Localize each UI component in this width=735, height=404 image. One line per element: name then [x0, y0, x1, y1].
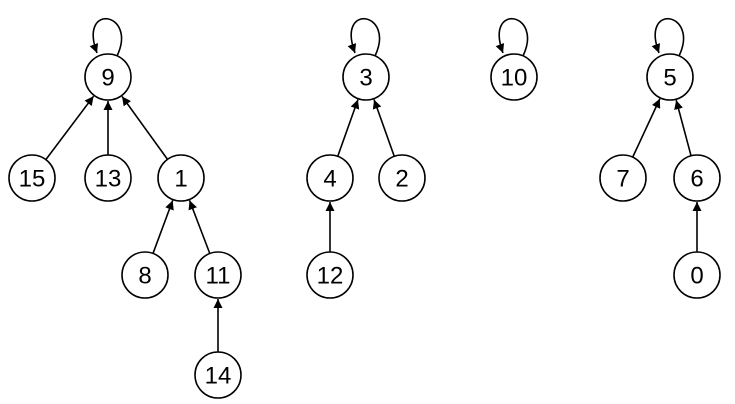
self-loop-edge-3: [347, 17, 381, 57]
edge-11-to-1: [188, 200, 211, 254]
node-14: 14: [194, 351, 242, 399]
edge-4-to-3: [336, 99, 360, 157]
node-circle: [378, 154, 426, 202]
node-6: 6: [673, 154, 721, 202]
node-circle: [84, 53, 132, 101]
edge-15-to-9: [45, 95, 95, 161]
node-15: 15: [8, 154, 56, 202]
node-3: 3: [342, 53, 390, 101]
node-label: 3: [359, 65, 372, 92]
edge-1-to-9: [121, 95, 169, 160]
node-label: 8: [138, 263, 151, 290]
node-label: 12: [317, 263, 344, 290]
node-circle: [673, 154, 721, 202]
node-12: 12: [306, 251, 354, 299]
edge-6-to-5: [674, 99, 692, 156]
node-9: 9: [84, 53, 132, 101]
node-1: 1: [157, 154, 205, 202]
node-8: 8: [121, 251, 169, 299]
node-label: 6: [690, 166, 703, 193]
node-4: 4: [306, 154, 354, 202]
node-circle: [121, 251, 169, 299]
node-circle: [157, 154, 205, 202]
node-label: 2: [395, 166, 408, 193]
node-label: 4: [323, 166, 336, 193]
node-label: 14: [205, 363, 232, 390]
node-circle: [194, 351, 242, 399]
node-label: 9: [101, 65, 114, 92]
node-label: 0: [690, 263, 703, 290]
node-circle: [8, 154, 56, 202]
node-label: 13: [95, 166, 122, 193]
self-loop-edge-9: [89, 17, 123, 57]
node-13: 13: [84, 154, 132, 202]
node-10: 10: [490, 53, 538, 101]
node-5: 5: [646, 53, 694, 101]
node-circle: [306, 154, 354, 202]
node-2: 2: [378, 154, 426, 202]
node-7: 7: [599, 154, 647, 202]
node-circle: [194, 251, 242, 299]
self-loop-edge-10: [495, 17, 529, 57]
node-11: 11: [194, 251, 242, 299]
node-circle: [490, 53, 538, 101]
edge-8-to-1: [152, 200, 174, 254]
node-label: 7: [616, 166, 629, 193]
node-circle: [342, 53, 390, 101]
node-circle: [646, 53, 694, 101]
edge-2-to-3: [372, 99, 396, 157]
node-circle: [599, 154, 647, 202]
node-label: 15: [19, 166, 46, 193]
self-loop-edge-5: [651, 17, 685, 57]
node-circle: [84, 154, 132, 202]
node-circle: [673, 251, 721, 299]
edge-7-to-5: [631, 98, 661, 158]
node-0: 0: [673, 251, 721, 299]
node-label: 5: [663, 65, 676, 92]
node-label: 10: [501, 65, 528, 92]
node-circle: [306, 251, 354, 299]
node-label: 1: [174, 166, 187, 193]
node-label: 11: [206, 263, 231, 290]
